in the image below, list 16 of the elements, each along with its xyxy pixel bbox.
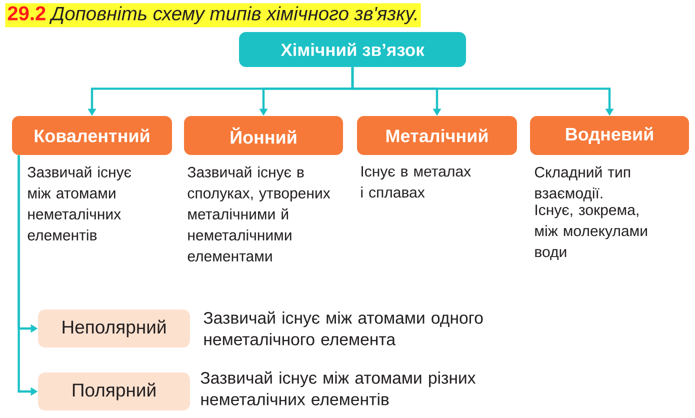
subtype-box: Полярний xyxy=(38,372,190,410)
description-text: Складний тип взаємодії. xyxy=(534,166,630,202)
bond-type-box: Ковалентний xyxy=(12,116,172,155)
bond-type-box: Водневий xyxy=(530,116,689,155)
description-text: Зазвичай існує між атомами різних неметалічних елементів xyxy=(200,371,476,406)
description-text: Зазвичай існує в сполуках, утворених металічними й неметалічними елементами xyxy=(188,166,330,262)
title-text: Доповніть схему типів хімічного зв'язку. xyxy=(49,6,416,24)
description-text: Зазвичай існує між атомами неметалічних елементів xyxy=(28,166,132,240)
bond-type-box: Металічний xyxy=(357,116,517,155)
subtype-box: Неполярний xyxy=(38,310,190,348)
description-text: Існує в металах і сплавах xyxy=(361,166,471,198)
bond-type-box: Йонний xyxy=(184,116,343,155)
description-text: Зазвичай існує між атомами одного неметалічного елемента xyxy=(204,311,483,346)
category-box: Хімічний зв’язок xyxy=(239,32,466,67)
description-text: Існує, зокрема, між молекулами води xyxy=(535,204,647,260)
exercise-number: 29.2 xyxy=(8,6,46,20)
